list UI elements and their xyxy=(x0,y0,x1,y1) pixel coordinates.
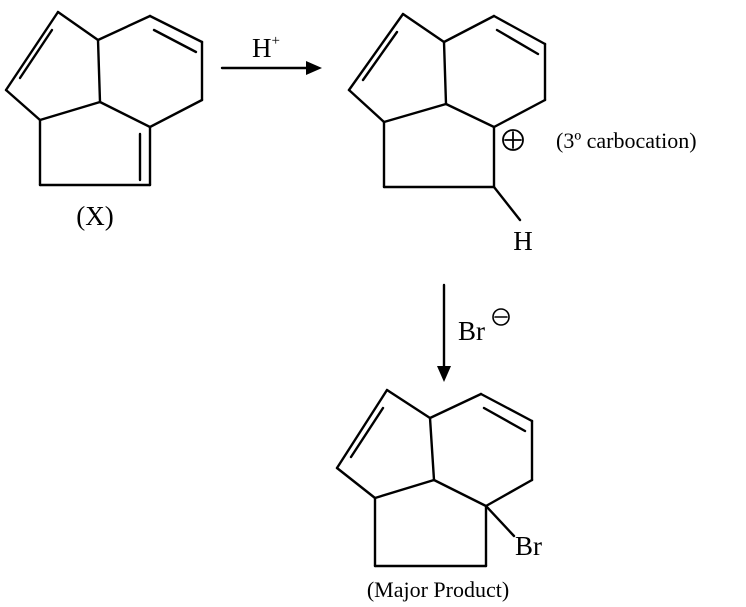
step1-arrow xyxy=(220,61,322,75)
product-label: (Major Product) xyxy=(367,577,509,602)
product-structure xyxy=(335,388,534,568)
carbocation-charge-icon xyxy=(502,129,524,151)
bromide-charge-icon xyxy=(492,308,510,326)
intermediate-h-label: H xyxy=(513,226,533,256)
product-br-label: Br xyxy=(515,531,542,561)
step2-reagent: Br xyxy=(458,316,485,346)
carbocation-note: (3º carbocation) xyxy=(556,128,697,153)
intermediate-structure xyxy=(347,12,547,222)
step2-arrow xyxy=(437,283,451,382)
reactant-x-structure xyxy=(4,10,204,187)
step1-reagent: H+ xyxy=(252,33,280,63)
reactant-label: (X) xyxy=(76,201,113,231)
